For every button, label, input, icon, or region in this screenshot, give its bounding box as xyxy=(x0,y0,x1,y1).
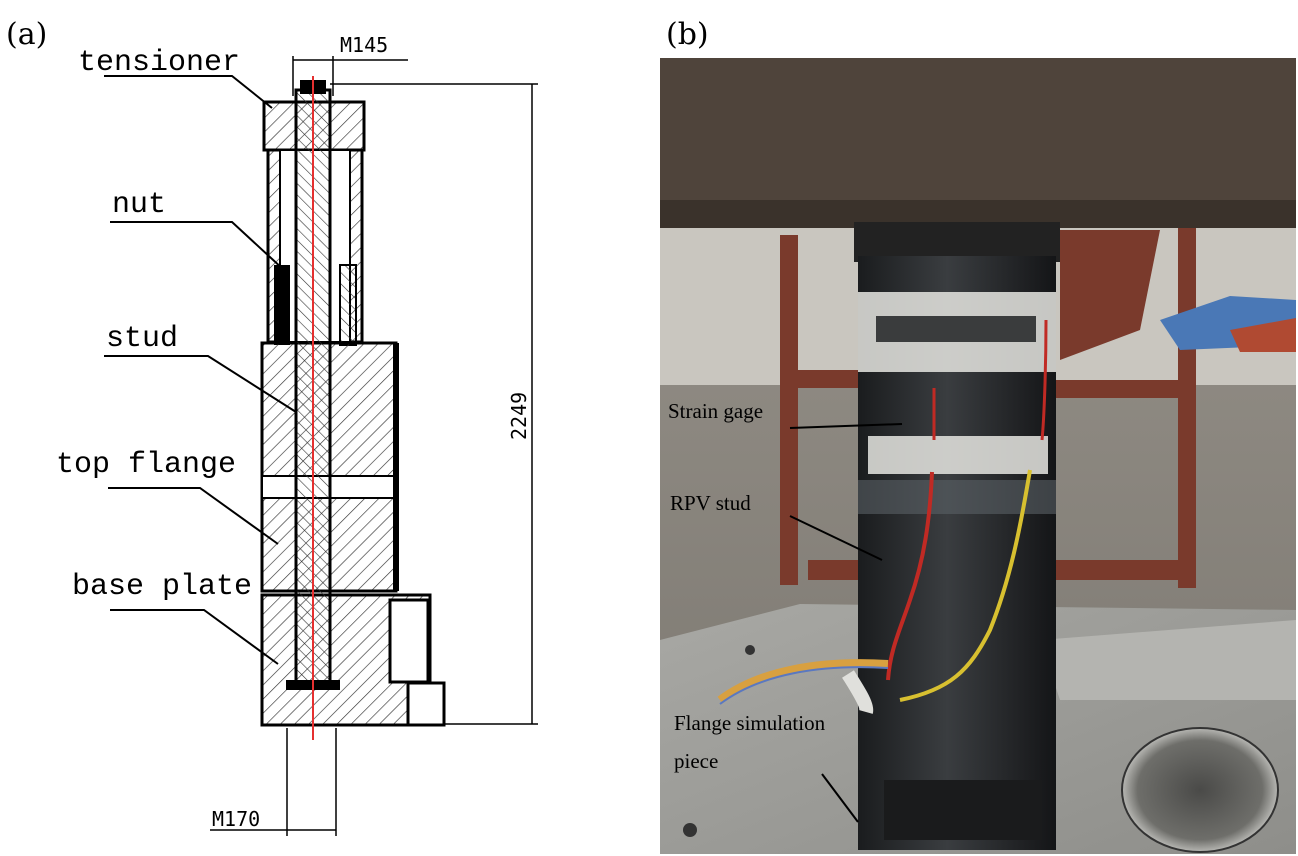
base-step-upper xyxy=(388,598,430,684)
label-rpv-stud: RPV stud xyxy=(670,491,751,515)
label-flange-line2: piece xyxy=(674,749,718,773)
bolt-hole xyxy=(1121,727,1279,853)
panel-b-label: (b) xyxy=(666,17,709,52)
nut-right xyxy=(339,264,357,346)
nut-left xyxy=(274,265,290,345)
dim-m170: M170 xyxy=(212,807,260,831)
label-stud: stud xyxy=(106,322,178,356)
dim-2249: 2249 xyxy=(507,392,531,440)
base-step-lower xyxy=(406,681,446,727)
label-nut: nut xyxy=(112,188,166,222)
dim-m145: M145 xyxy=(340,33,388,57)
label-strain-gage: Strain gage xyxy=(668,399,763,423)
panel-a-label: (a) xyxy=(6,17,47,52)
label-tensioner: tensioner xyxy=(78,46,240,80)
panel-b-photo: (b) xyxy=(660,17,1296,854)
label-top-flange: top flange xyxy=(56,448,236,482)
label-flange-line1: Flange simulation xyxy=(674,711,826,735)
label-base-plate: base plate xyxy=(72,570,252,604)
panel-a-drawing: (a) M145 M170 xyxy=(6,17,538,836)
